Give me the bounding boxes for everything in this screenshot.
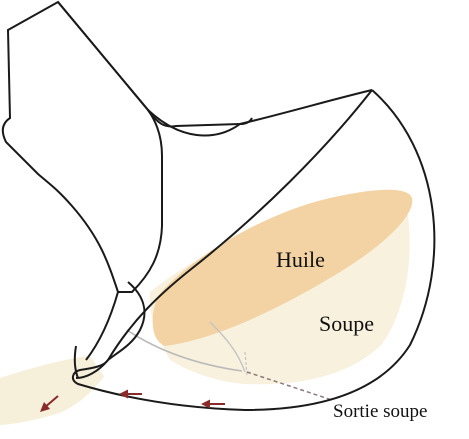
handle-lower-edge [148, 90, 372, 136]
soup-outflow-stream [0, 356, 104, 425]
handle-neck [58, 2, 252, 126]
oil-label: Huile [276, 249, 325, 271]
spout-inner-curve [86, 292, 118, 360]
handle-outline [3, 2, 162, 292]
soup-label: Soupe [319, 313, 374, 335]
soup-outlet-label: Sortie soupe [333, 402, 427, 421]
